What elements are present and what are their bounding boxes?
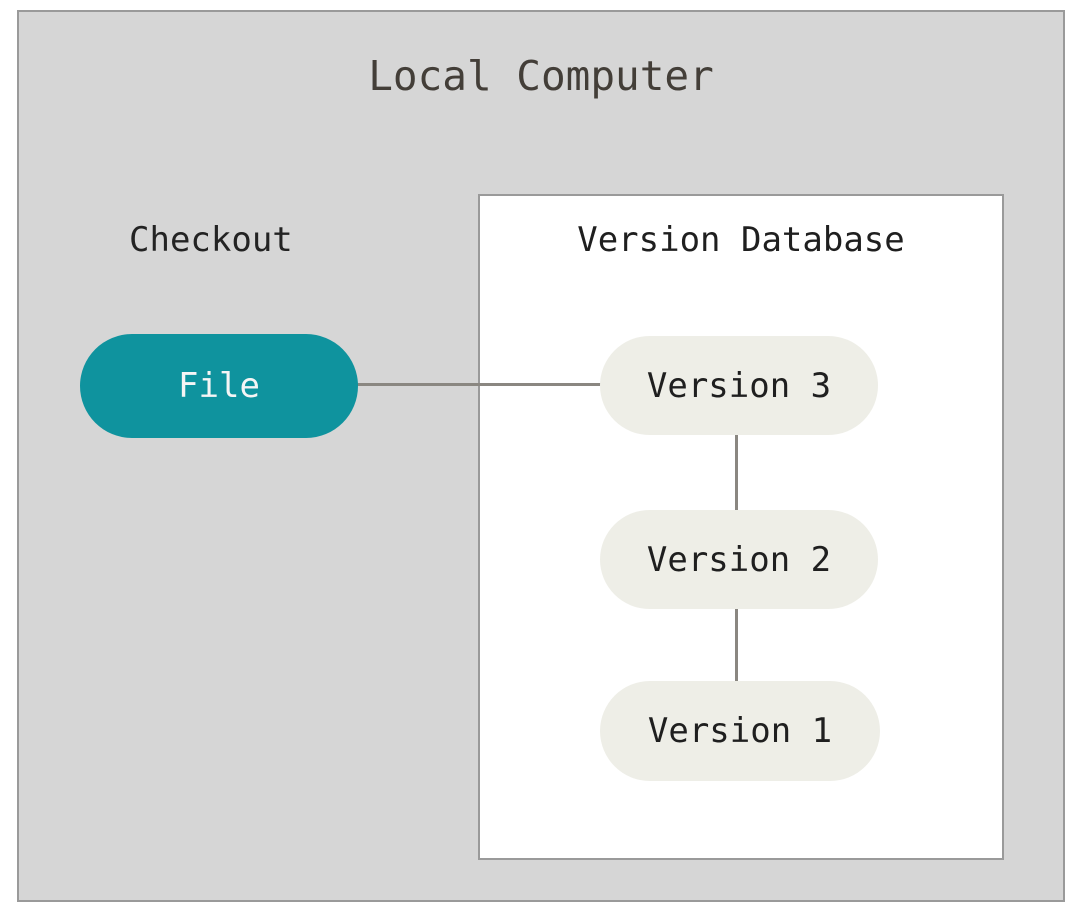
connector-version-2-to-version-1 [735, 606, 738, 684]
node-file[interactable]: File [80, 334, 358, 438]
local-computer-title: Local Computer [368, 52, 714, 100]
node-version-3[interactable]: Version 3 [600, 336, 878, 435]
node-version-2[interactable]: Version 2 [600, 510, 878, 609]
version-database-title: Version Database [577, 220, 905, 260]
connector-file-to-version-3 [356, 383, 602, 386]
checkout-label: Checkout [129, 220, 293, 260]
node-version-1[interactable]: Version 1 [600, 681, 880, 781]
connector-version-3-to-version-2 [735, 433, 738, 513]
